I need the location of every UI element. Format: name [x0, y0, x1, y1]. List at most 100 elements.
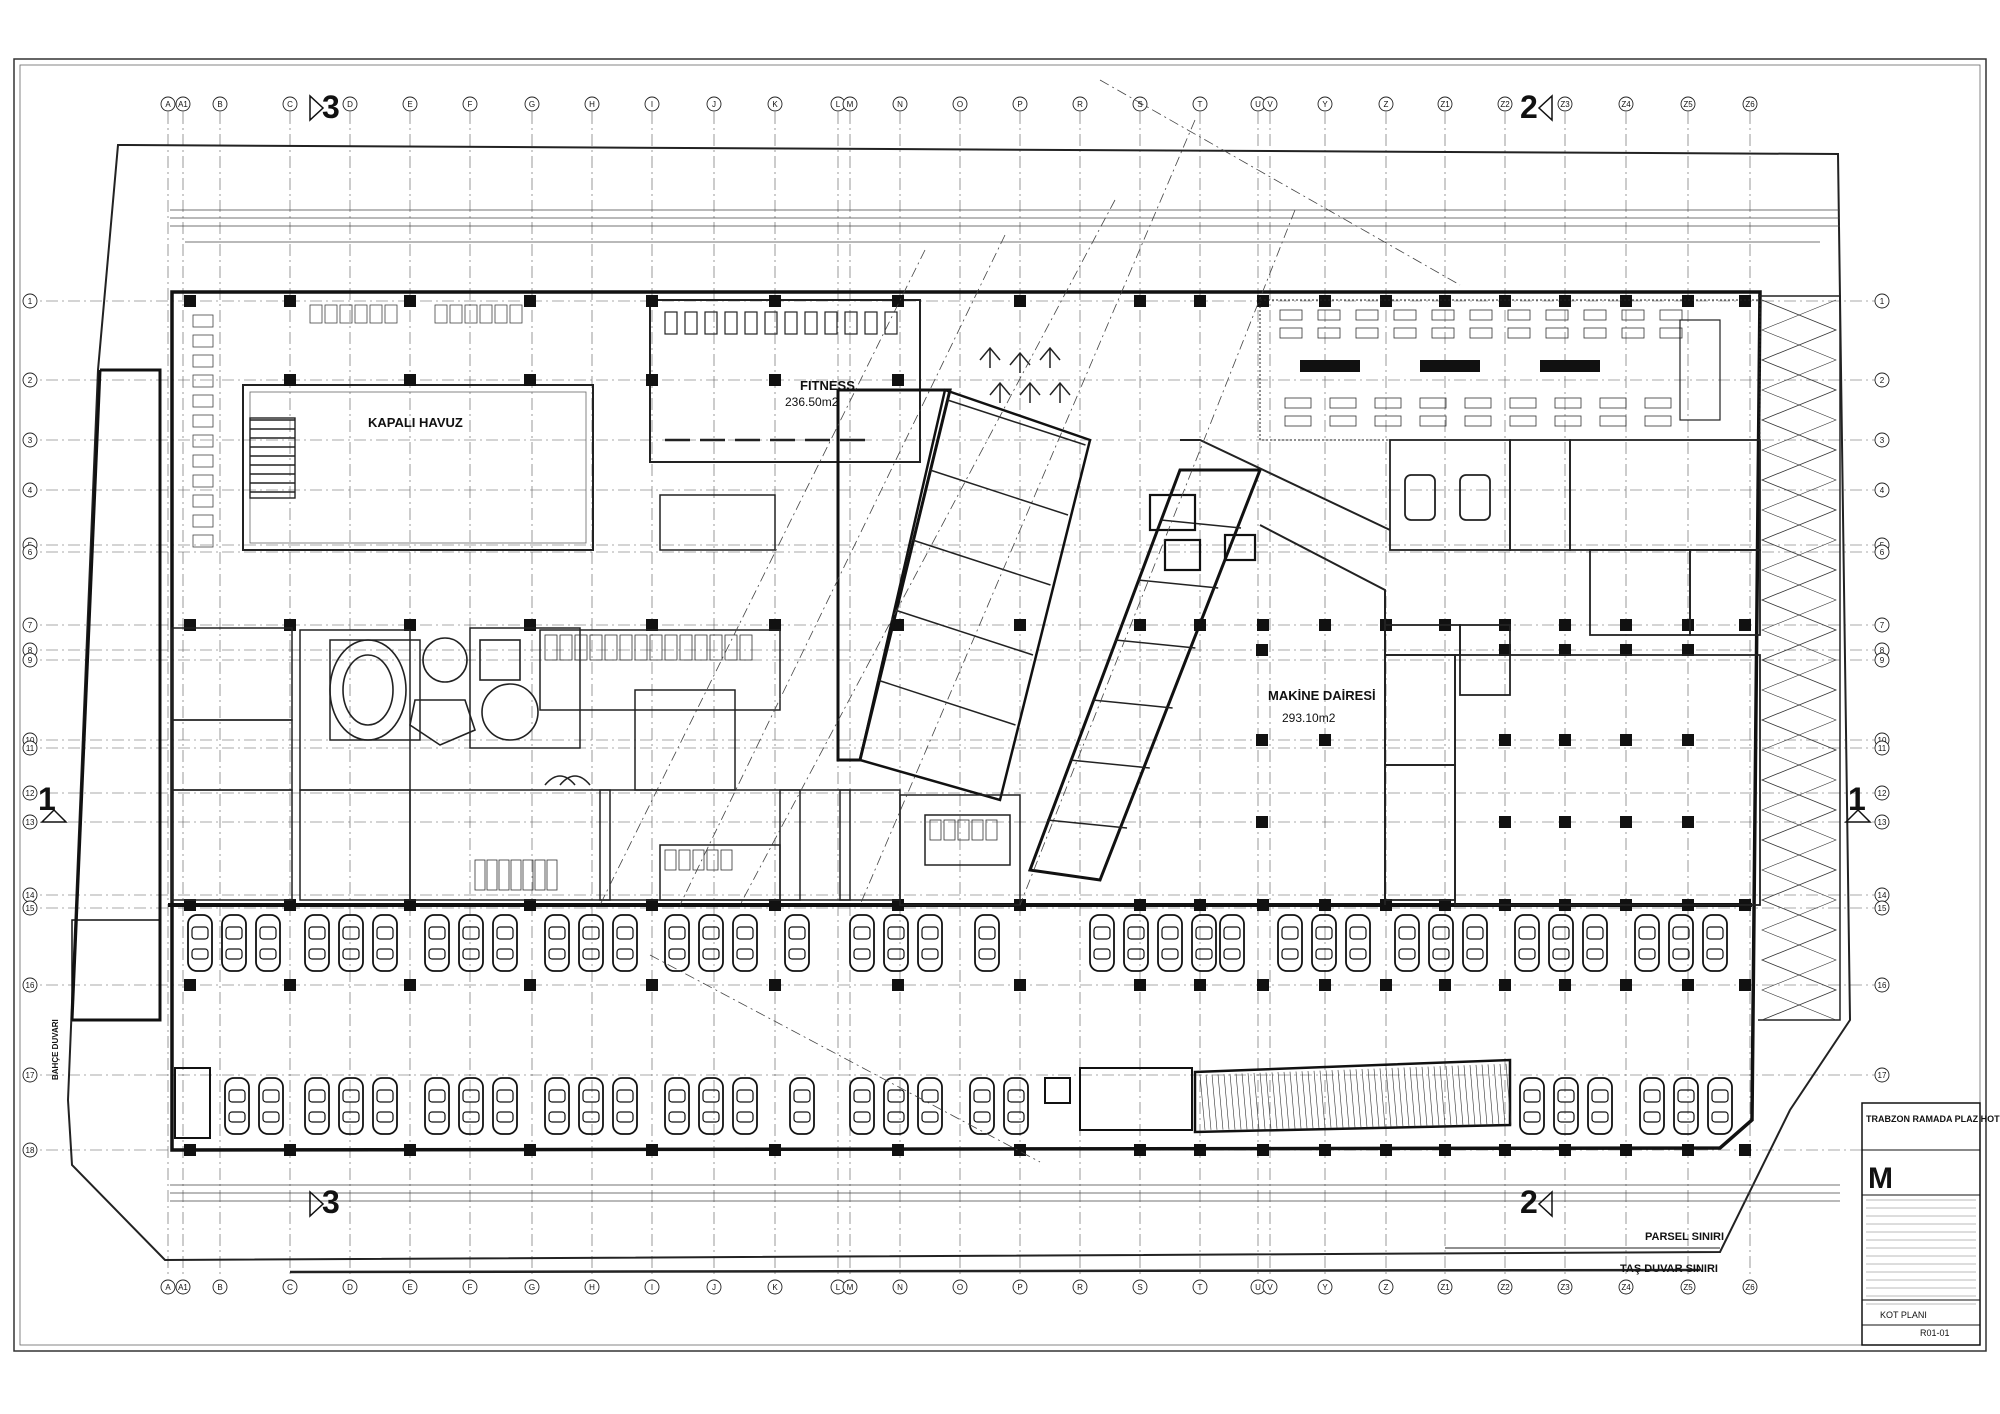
grid-bubble [1742, 96, 1758, 112]
car-rear-window [342, 1111, 360, 1123]
pillar [1739, 295, 1751, 307]
car-rear-window [1223, 948, 1241, 960]
car-body [1707, 1077, 1733, 1135]
grid-bubble [1874, 785, 1890, 801]
grid-bubble [1132, 1279, 1148, 1295]
pillar [1682, 816, 1694, 828]
pillar [1559, 295, 1571, 307]
grid-bubble [402, 96, 418, 112]
car-rear-window [1643, 1111, 1661, 1123]
sun-lounger [192, 534, 214, 548]
grid-label-row: 11 [26, 744, 35, 753]
grid-label-col: I [651, 1283, 653, 1292]
grid-bubble [1437, 96, 1453, 112]
grid-bubble [342, 1279, 358, 1295]
car-windshield [1586, 926, 1604, 940]
car-rear-window [668, 1111, 686, 1123]
sun-lounger [464, 304, 478, 324]
car-windshield [548, 1089, 566, 1103]
ramp-hatch-line [1445, 1065, 1452, 1126]
pillar [1682, 1144, 1694, 1156]
ramp-hatch-line [1457, 1065, 1464, 1126]
car-body [732, 1077, 758, 1135]
grid-bubble [842, 1279, 858, 1295]
car-windshield [1518, 926, 1536, 940]
ramp-hatch-line [1403, 1067, 1410, 1127]
dining-table [1583, 327, 1607, 339]
grid-bubble [1192, 1279, 1208, 1295]
ramp-hatch-line [1493, 1064, 1500, 1126]
pillar [1194, 1144, 1206, 1156]
parked-car [372, 914, 398, 972]
parcel-boundary-label: PARSEL SINIRI [1645, 1231, 1724, 1243]
pillar [1739, 619, 1751, 631]
car-body [1311, 914, 1337, 972]
fitness-label: FITNESS [800, 378, 855, 393]
elevator-shaft [1148, 493, 1197, 532]
car-rear-window [342, 948, 360, 960]
title-project: TRABZON RAMADA PLAZ HOTEL & SPA [1866, 1114, 2000, 1124]
wing-partition [947, 399, 1086, 446]
grid-label-col: Y [1322, 1283, 1328, 1292]
elevator-shaft [1223, 533, 1257, 562]
ramp-hatch-line [1229, 1073, 1236, 1130]
car-body [1639, 1077, 1665, 1135]
grid-label-row: 15 [1878, 904, 1887, 913]
dining-table [1317, 309, 1341, 321]
sun-lounger [479, 304, 493, 324]
parking-row-south [224, 1077, 1733, 1135]
car-rear-window [1161, 948, 1179, 960]
pillar [184, 899, 196, 911]
grid-label-col: D [347, 1283, 353, 1292]
car-rear-window [1349, 948, 1367, 960]
grid-label-col: O [957, 1283, 963, 1292]
pillar [892, 374, 904, 386]
ramp-hatch-line [1373, 1068, 1380, 1128]
pillar [646, 374, 658, 386]
grid-label-col: I [651, 100, 653, 109]
pillar [1194, 899, 1206, 911]
pillar [1380, 979, 1392, 991]
car-windshield [428, 926, 446, 940]
grid-bubble [952, 1279, 968, 1295]
slanted-wing-east-rooms [1046, 493, 1257, 829]
car-windshield [428, 1089, 446, 1103]
wing-partition [1069, 759, 1150, 769]
pillar [1682, 295, 1694, 307]
section-marker-3-top: 3 [322, 89, 340, 125]
parked-car [578, 914, 604, 972]
sun-lounger [509, 304, 523, 324]
sheet-inner-frame [19, 64, 1981, 1346]
grid-label-row: 6 [28, 548, 33, 557]
grid-label-col: Z3 [1560, 100, 1570, 109]
grid-label-col: Z5 [1683, 1283, 1693, 1292]
ramp-hatch-line [1379, 1068, 1386, 1128]
ramp-hatch-line [1277, 1072, 1284, 1129]
pillar [1319, 899, 1331, 911]
car-rear-window [548, 948, 566, 960]
grid-label-col: Z1 [1440, 100, 1450, 109]
pillar [1739, 1144, 1751, 1156]
car-body [372, 914, 398, 972]
car-rear-window [496, 948, 514, 960]
parked-car [974, 914, 1000, 972]
pillar [1134, 899, 1146, 911]
ramp-hatch-line [1469, 1065, 1476, 1126]
car-body [974, 914, 1000, 972]
grid-bubble [767, 1279, 783, 1295]
cardio-machine [979, 346, 1001, 368]
locker [649, 634, 663, 661]
parked-car [492, 914, 518, 972]
grid-bubble [1680, 1279, 1696, 1295]
parked-car [789, 1077, 815, 1135]
dining-table [1393, 309, 1417, 321]
car-rear-window [376, 948, 394, 960]
title-project-line1: TRABZON RAMADA PLAZ HOTEL & SPA [1866, 1114, 2000, 1124]
grid-bubble [282, 96, 298, 112]
grid-bubble [1072, 1279, 1088, 1295]
car-rear-window [853, 1111, 871, 1123]
pillar [184, 619, 196, 631]
grid-label-row: 15 [26, 904, 35, 913]
pillar [892, 899, 904, 911]
car-body [187, 914, 213, 972]
